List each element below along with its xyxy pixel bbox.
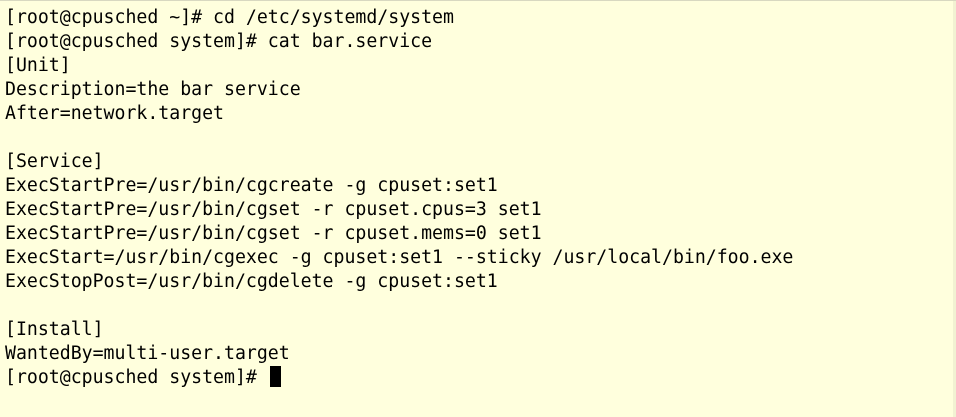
command-line-cat: [root@cpusched system]# cat bar.service [5, 31, 433, 52]
output-line: ExecStartPre=/usr/bin/cgcreate -g cpuset… [5, 175, 498, 196]
output-line: [Unit] [5, 55, 71, 76]
output-line [5, 294, 793, 318]
current-prompt-line[interactable]: [root@cpusched system]# [5, 366, 793, 390]
output-line: ExecStartPre=/usr/bin/cgset -r cpuset.cp… [5, 199, 542, 220]
output-line: ExecStopPost=/usr/bin/cgdelete -g cpuset… [5, 271, 498, 292]
terminal-output: [root@cpusched ~]# cd /etc/systemd/syste… [5, 6, 793, 390]
output-line: [Service] [5, 151, 104, 172]
shell-prompt: [root@cpusched system]# [5, 367, 268, 388]
output-line [5, 126, 793, 150]
output-line: [Install] [5, 319, 104, 340]
output-line: ExecStart=/usr/bin/cgexec -g cpuset:set1… [5, 247, 794, 268]
output-line: Description=the bar service [5, 79, 301, 100]
output-line: ExecStartPre=/usr/bin/cgset -r cpuset.me… [5, 223, 542, 244]
text-cursor [269, 366, 281, 387]
output-line: After=network.target [5, 103, 224, 124]
scrollbar-edge[interactable] [953, 1, 956, 417]
command-line-cd: [root@cpusched ~]# cd /etc/systemd/syste… [5, 7, 454, 28]
output-line: WantedBy=multi-user.target [5, 343, 290, 364]
